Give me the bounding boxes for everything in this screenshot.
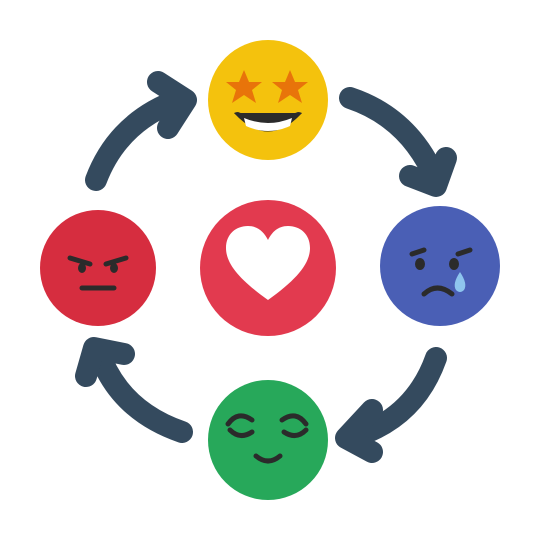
arrow-calm-to-angry (75, 337, 193, 443)
tear-drop-icon (454, 272, 466, 292)
angry-face-icon (40, 210, 156, 326)
crying-sad-face-icon (380, 206, 500, 326)
arrow-angry-to-excited (85, 71, 197, 191)
arrow-excited-to-sad (339, 87, 457, 197)
star-eyes-grinning-face-icon (208, 40, 328, 160)
heart-icon (226, 226, 310, 300)
cycle-arrows (75, 71, 457, 463)
left-star-eye-icon (226, 70, 262, 103)
right-star-eye-icon (272, 70, 308, 103)
arrow-sad-to-calm (335, 347, 447, 463)
heart-center-icon (200, 200, 336, 336)
relieved-calm-face-icon (208, 380, 328, 500)
